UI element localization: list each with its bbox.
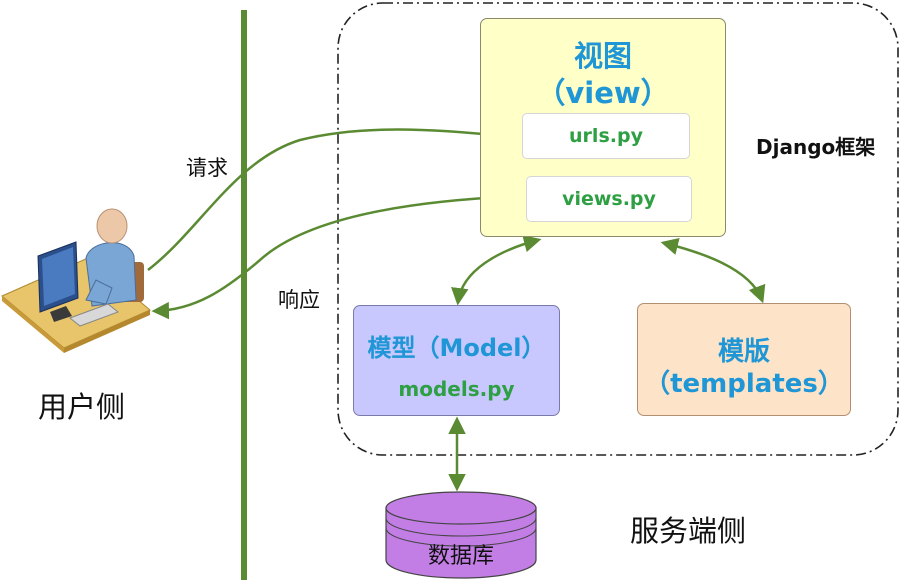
template-subtitle: （templates） — [644, 369, 844, 399]
view-box: 视图 （view） urls.py views.py — [480, 18, 726, 237]
views-file-box: views.py — [526, 176, 692, 222]
request-label: 请求 — [186, 156, 228, 180]
response-arrow — [151, 194, 525, 320]
django-framework-label: Django框架 — [756, 135, 876, 159]
django-framework-frame — [337, 2, 899, 456]
user-computer-icon — [1, 208, 151, 353]
models-file-label: models.py — [398, 377, 515, 401]
view-subtitle: （view） — [536, 76, 670, 110]
response-label: 响应 — [278, 288, 320, 312]
request-arrow — [147, 126, 516, 271]
urls-file-box: urls.py — [522, 113, 690, 159]
view-template-arrow — [660, 237, 766, 304]
server-side-label: 服务端侧 — [630, 514, 747, 548]
view-model-arrow — [451, 235, 542, 306]
model-title: 模型（Model） — [367, 334, 546, 362]
model-box: 模型（Model） models.py — [353, 305, 560, 416]
view-title: 视图 — [573, 39, 632, 73]
database-cylinder-icon — [385, 491, 537, 579]
client-side-label: 用户侧 — [38, 390, 126, 424]
template-title: 模版 — [717, 337, 770, 367]
template-box: 模版 （templates） — [637, 303, 851, 416]
database-label: 数据库 — [427, 544, 494, 569]
